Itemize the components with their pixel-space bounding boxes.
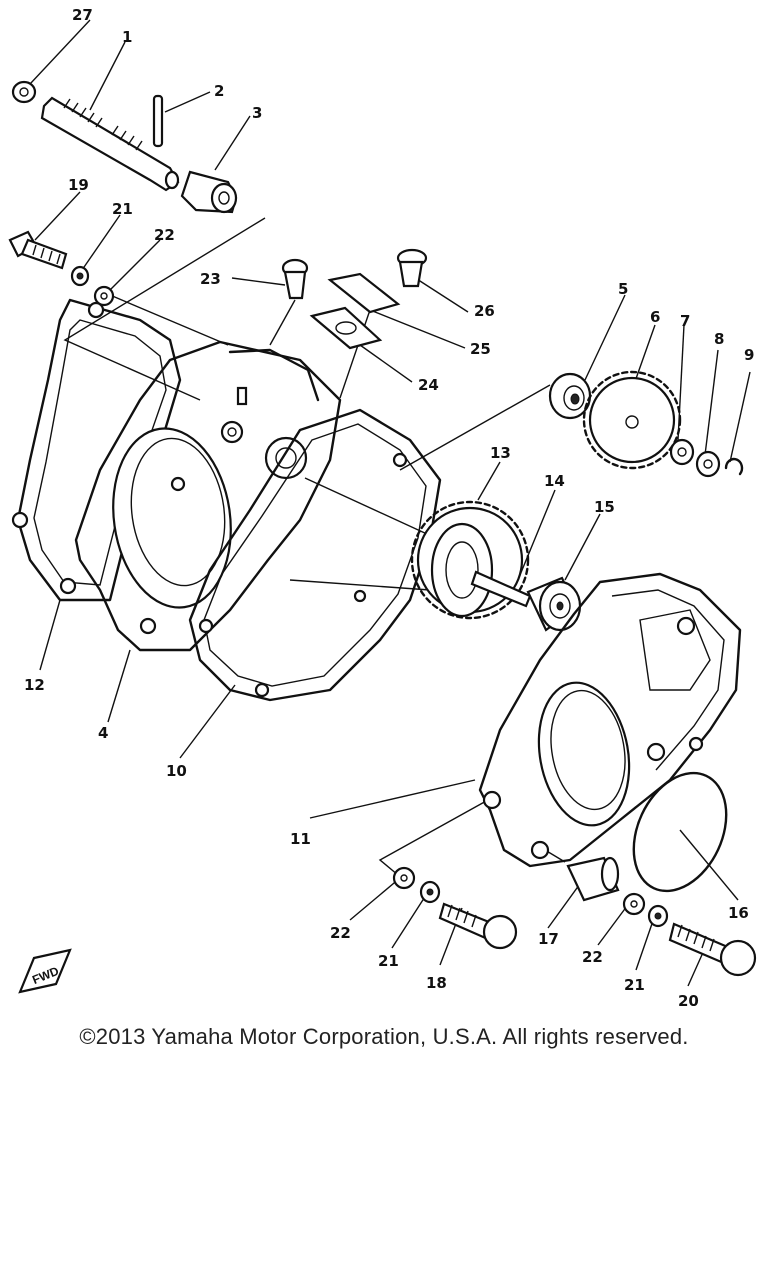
clip-9 <box>724 457 744 476</box>
shaft-1 <box>40 96 180 192</box>
gasket-12 <box>11 298 182 602</box>
callout-17: 17 <box>538 930 559 948</box>
callout-18: 18 <box>426 974 447 992</box>
callout-20: 20 <box>678 992 699 1010</box>
callout-13: 13 <box>490 444 511 462</box>
callout-8: 8 <box>714 330 724 348</box>
alignment-lines <box>63 217 566 876</box>
fwd-direction-badge: FWD <box>18 948 72 994</box>
cover-11 <box>478 572 742 868</box>
bolt-19 <box>8 230 68 270</box>
plate-25 <box>327 272 401 314</box>
callout-21-bottom-right: 21 <box>624 976 645 994</box>
callout-labels: 27 1 2 3 19 21 22 23 26 25 24 5 6 7 8 9 … <box>24 6 754 1010</box>
callout-25: 25 <box>470 340 491 358</box>
bearing-5 <box>548 372 592 420</box>
shaft-14 <box>470 570 532 608</box>
callout-27: 27 <box>72 6 93 24</box>
callout-11: 11 <box>290 830 311 848</box>
callout-2: 2 <box>214 82 224 100</box>
washer-22-bottom-left <box>392 866 416 890</box>
washer-22-bottom-right <box>622 892 646 916</box>
bolt-18 <box>438 902 518 950</box>
exploded-parts-diagram: FWD 27 1 2 3 19 21 22 23 26 25 24 5 6 7 … <box>8 6 757 1010</box>
callout-4: 4 <box>98 724 108 742</box>
spring-washer-21-top <box>70 265 90 287</box>
washer-7 <box>669 438 695 466</box>
callout-12: 12 <box>24 676 45 694</box>
washer-8 <box>695 450 721 478</box>
gasket-24 <box>309 306 383 350</box>
o-ring-16 <box>632 771 728 893</box>
callout-22-top: 22 <box>154 226 175 244</box>
callout-19: 19 <box>68 176 89 194</box>
spring-washer-21-bottom-right <box>647 904 669 928</box>
spring-washer-21-bottom-left <box>419 880 441 904</box>
copyright-notice: ©2013 Yamaha Motor Corporation, U.S.A. A… <box>79 1024 689 1049</box>
collar-3 <box>180 170 238 214</box>
bolt-20 <box>668 922 757 977</box>
collar-17 <box>566 856 620 902</box>
callout-5: 5 <box>618 280 628 298</box>
callout-23: 23 <box>200 270 221 288</box>
screw-26 <box>396 248 428 288</box>
callout-21-top: 21 <box>112 200 133 218</box>
callout-3: 3 <box>252 104 262 122</box>
screw-23 <box>281 258 309 300</box>
callout-7: 7 <box>680 312 690 330</box>
callout-1: 1 <box>122 28 132 46</box>
callout-24: 24 <box>418 376 439 394</box>
callout-14: 14 <box>544 472 565 490</box>
washer-22-top <box>93 285 115 307</box>
callout-21-bottom-left: 21 <box>378 952 399 970</box>
gear-6 <box>582 370 682 470</box>
callout-9: 9 <box>744 346 754 364</box>
pin-2 <box>152 94 164 148</box>
gasket-10 <box>188 408 442 702</box>
callout-15: 15 <box>594 498 615 516</box>
bearing-15 <box>526 576 582 632</box>
case-4 <box>74 340 342 652</box>
callout-22-bottom-left: 22 <box>330 924 351 942</box>
callout-16: 16 <box>728 904 749 922</box>
callout-22-bottom-right: 22 <box>582 948 603 966</box>
washer-27 <box>11 80 37 104</box>
callout-6: 6 <box>650 308 660 326</box>
callout-26: 26 <box>474 302 495 320</box>
callout-10: 10 <box>166 762 187 780</box>
